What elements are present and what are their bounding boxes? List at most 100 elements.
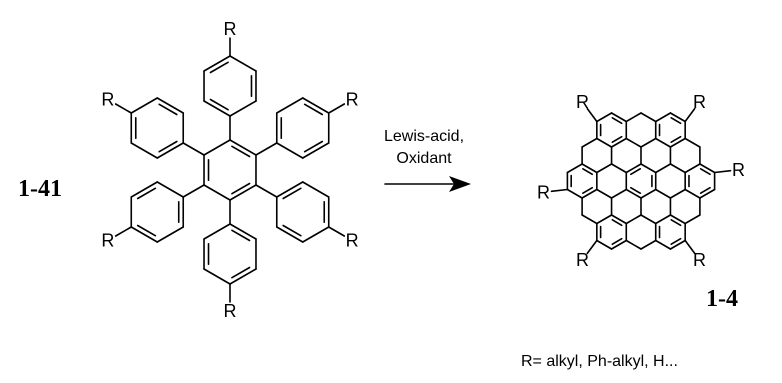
ring-bond [640, 239, 657, 250]
ring-bond [654, 112, 672, 123]
ring-bond [654, 188, 672, 199]
ring-bond [596, 137, 613, 148]
double-bond [670, 117, 682, 125]
ring-bond [654, 239, 672, 250]
double-bond [209, 61, 229, 74]
reactant-label: 1-41 [18, 176, 62, 202]
ring-bond [581, 214, 598, 225]
reactant-hexaphenylbenzene [114, 37, 346, 303]
ring-bond [610, 188, 628, 199]
ring-bond [610, 163, 628, 174]
double-bond [136, 187, 157, 200]
ring-bond [610, 137, 628, 148]
r-bond [586, 107, 598, 123]
product-label: 1-4 [706, 286, 738, 312]
ring-bond [640, 214, 657, 225]
phenyl-bond [301, 226, 330, 243]
product-r-1: R [693, 92, 706, 112]
double-bond [670, 237, 682, 245]
core-bond [203, 184, 231, 201]
double-bond [582, 168, 594, 176]
phenyl-link-bond [182, 184, 205, 198]
reactant-r-3: R [346, 231, 359, 251]
ring-bond [610, 112, 628, 123]
double-bond [136, 224, 157, 237]
phenyl-bond [275, 181, 304, 198]
phenyl-bond [275, 226, 304, 243]
ring-bond [684, 163, 701, 174]
phenyl-bond [229, 268, 257, 285]
core-bond [229, 139, 257, 156]
phenyl-link-bond [182, 142, 205, 156]
phenyl-bond [275, 97, 304, 114]
ring-bond [669, 112, 686, 123]
ring-bond [610, 239, 628, 250]
ring-bond [581, 163, 598, 174]
core-bond [229, 184, 257, 201]
double-bond [630, 168, 642, 176]
double-bond [670, 219, 682, 227]
phenyl-bond [301, 181, 330, 198]
core-bond [203, 139, 231, 156]
phenyl-bond [301, 142, 330, 159]
phenyl-bond [130, 181, 159, 198]
ring-bond [596, 112, 613, 123]
double-bond [611, 117, 623, 125]
phenyl-bond [203, 100, 231, 117]
phenyl-bond [203, 55, 231, 72]
double-bond [303, 140, 324, 153]
substituent-definition: R= alkyl, Ph-alkyl, H... [521, 353, 678, 370]
reactant-r-2: R [346, 90, 359, 110]
r-bond [684, 107, 696, 123]
ring-bond [581, 188, 598, 199]
phenyl-bond [229, 223, 257, 240]
ring-bond [581, 137, 598, 148]
ring-bond [640, 188, 657, 199]
phenyl-link-bond [255, 184, 278, 198]
ring-bond [669, 214, 686, 225]
double-bond [231, 182, 251, 195]
phenyl-bond [275, 142, 304, 159]
double-bond [282, 187, 302, 200]
ring-bond [625, 188, 642, 199]
double-bond [282, 224, 302, 237]
ring-bond [684, 188, 701, 199]
product-r-2: R [732, 160, 745, 180]
ring-bond [566, 188, 583, 199]
ring-bond [625, 137, 642, 148]
phenyl-bond [156, 226, 185, 243]
r-bond [114, 103, 133, 114]
ring-bond [669, 137, 686, 148]
ring-bond [699, 188, 716, 199]
r-bond [327, 103, 346, 114]
double-bond [630, 186, 642, 194]
r-bond [114, 226, 133, 237]
phenyl-link-bond [255, 142, 278, 156]
phenyl-bond [130, 97, 159, 114]
ring-bond [684, 137, 701, 148]
double-bond [699, 186, 711, 194]
ring-bond [654, 137, 672, 148]
double-bond [582, 186, 594, 194]
arrow-head [449, 176, 471, 192]
ring-bond [640, 112, 657, 123]
ring-bond [625, 112, 642, 123]
ring-bond [566, 163, 583, 174]
phenyl-bond [229, 100, 257, 117]
ring-bond [625, 239, 642, 250]
ring-bond [596, 163, 613, 174]
ring-bond [669, 239, 686, 250]
ring-bond [610, 214, 628, 225]
reactant-r-1: R [224, 19, 237, 39]
double-bond [231, 145, 251, 158]
ring-bond [699, 163, 716, 174]
r-bond [550, 188, 569, 193]
ring-bond [669, 163, 686, 174]
phenyl-bond [130, 226, 159, 243]
ring-bond [596, 214, 613, 225]
double-bond [158, 140, 178, 153]
product-r-5: R [537, 182, 550, 202]
phenyl-bond [130, 142, 159, 159]
